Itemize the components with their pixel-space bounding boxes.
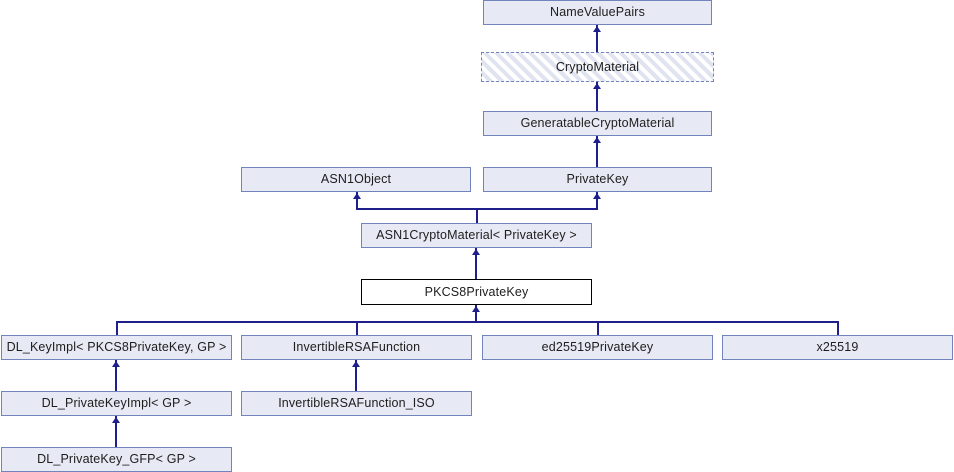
arrowhead-generatablecryptomaterial [593, 137, 601, 143]
arrowhead-privatekey [593, 193, 601, 199]
class-node-generatablecryptomaterial[interactable]: GeneratableCryptoMaterial [483, 111, 712, 136]
edge-dlprivatekeyimpl-to-dlkeyimpl [115, 360, 117, 392]
class-node-ed25519privatekey[interactable]: ed25519PrivateKey [482, 335, 713, 360]
class-node-invertiblersafunction-iso[interactable]: InvertibleRSAFunction_ISO [241, 391, 472, 416]
edge-branch-to-privatekey [596, 192, 598, 209]
class-node-dl-privatekey-gfp[interactable]: DL_PrivateKey_GFP< GP > [1, 447, 232, 472]
class-label: InvertibleRSAFunction [292, 340, 421, 355]
edge-bus-to-ed25519privatekey [597, 321, 599, 336]
edge-branch-to-asn1object [356, 192, 358, 209]
class-node-pkcs8privatekey[interactable]: PKCS8PrivateKey [361, 279, 592, 305]
class-label: GeneratableCryptoMaterial [520, 116, 675, 131]
edge-privatekey-to-generatable [596, 136, 598, 167]
class-node-asn1object[interactable]: ASN1Object [241, 167, 471, 192]
class-label: x25519 [816, 340, 859, 355]
class-label: PKCS8PrivateKey [424, 284, 529, 299]
arrowhead-asn1object [353, 193, 361, 199]
edge-bus-to-dl-keyimpl [116, 321, 118, 336]
class-label: DL_PrivateKeyImpl< GP > [41, 396, 192, 411]
edge-pkcs8-to-asn1cryptomaterial [475, 248, 477, 280]
arrowhead-asn1cryptomaterial [472, 249, 480, 255]
class-label: ed25519PrivateKey [541, 340, 654, 355]
class-node-namevaluepairs[interactable]: NameValuePairs [483, 0, 712, 25]
edge-gfp-to-dlprivatekeyimpl [115, 416, 117, 448]
class-label: CryptoMaterial [555, 59, 640, 74]
class-label: PrivateKey [566, 172, 629, 187]
class-node-x25519[interactable]: x25519 [722, 335, 953, 360]
class-label: ASN1Object [320, 172, 392, 187]
edge-bus-stub-asn1cryptomaterial [476, 208, 478, 224]
edge-bus-to-invertiblersafunction [356, 321, 358, 336]
edge-bus-derived [116, 321, 839, 323]
edge-cryptomaterial-to-namevaluepairs [596, 25, 598, 52]
class-node-asn1cryptomaterial[interactable]: ASN1CryptoMaterial< PrivateKey > [361, 223, 592, 248]
class-label: DL_PrivateKey_GFP< GP > [37, 452, 196, 467]
class-label: NameValuePairs [550, 5, 645, 20]
arrowhead-cryptomaterial [593, 83, 601, 89]
arrowhead-invertiblersafunction [352, 361, 360, 367]
class-node-invertiblersafunction[interactable]: InvertibleRSAFunction [241, 335, 472, 360]
class-node-privatekey[interactable]: PrivateKey [483, 167, 712, 192]
edge-bus-to-x25519 [837, 321, 839, 336]
edge-rsaiso-to-rsafunction [355, 360, 357, 392]
arrowhead-namevaluepairs [593, 26, 601, 32]
class-label: DL_KeyImpl< PKCS8PrivateKey, GP > [6, 340, 227, 355]
class-node-cryptomaterial[interactable]: CryptoMaterial [481, 52, 714, 82]
class-label: InvertibleRSAFunction_ISO [278, 396, 435, 411]
edge-pkcs8-down-stub [475, 305, 477, 322]
arrowhead-pkcs8privatekey [472, 306, 480, 312]
class-node-dl-privatekeyimpl[interactable]: DL_PrivateKeyImpl< GP > [1, 391, 232, 416]
edge-generatable-to-cryptomaterial [596, 82, 598, 111]
arrowhead-dl-privatekeyimpl [112, 417, 120, 423]
class-node-dl-keyimpl[interactable]: DL_KeyImpl< PKCS8PrivateKey, GP > [1, 335, 232, 360]
arrowhead-dl-keyimpl [112, 361, 120, 367]
class-label: ASN1CryptoMaterial< PrivateKey > [376, 228, 577, 243]
